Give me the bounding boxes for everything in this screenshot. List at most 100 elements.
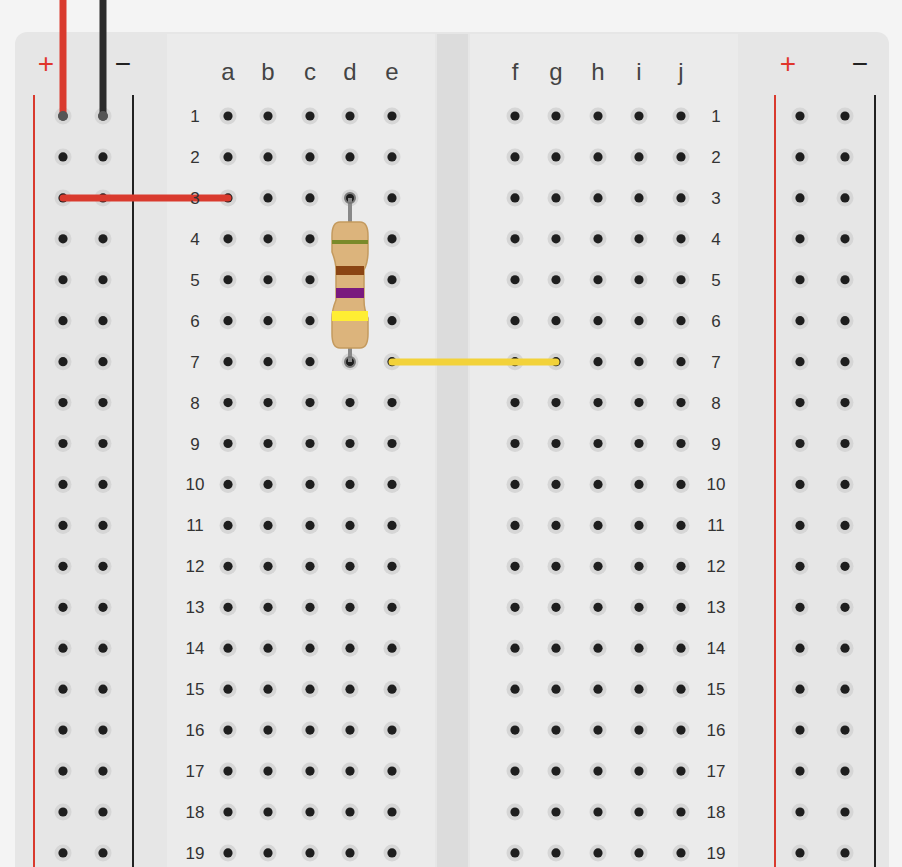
hole-ring <box>507 476 524 493</box>
hole-ring <box>95 230 112 247</box>
hole-ring <box>792 476 809 493</box>
hole-ring <box>384 517 401 534</box>
hole-ring <box>260 435 277 452</box>
hole-ring <box>507 844 524 861</box>
row-number: 17 <box>707 763 726 780</box>
hole <box>593 644 602 653</box>
hole <box>387 398 396 407</box>
hole <box>593 603 602 612</box>
hole <box>223 603 232 612</box>
hole-ring <box>548 517 565 534</box>
hole-ring <box>507 558 524 575</box>
hole <box>98 848 107 857</box>
hole <box>634 398 643 407</box>
hole-ring <box>548 722 565 739</box>
hole-ring <box>837 435 854 452</box>
hole-ring <box>792 599 809 616</box>
hole-ring <box>673 722 690 739</box>
row-number: 14 <box>707 640 726 657</box>
hole <box>305 275 314 284</box>
hole-ring <box>384 230 401 247</box>
hole <box>263 193 272 202</box>
column-letter: c <box>304 60 316 84</box>
hole-ring <box>95 435 112 452</box>
hole <box>223 316 232 325</box>
hole <box>676 316 685 325</box>
hole-ring <box>342 681 359 698</box>
hole <box>58 603 67 612</box>
hole <box>551 480 560 489</box>
hole <box>387 152 396 161</box>
row-number: 17 <box>186 763 205 780</box>
hole <box>634 848 643 857</box>
hole-ring <box>631 476 648 493</box>
hole-ring <box>631 681 648 698</box>
hole-ring <box>302 108 319 125</box>
row-number: 15 <box>186 681 205 698</box>
hole <box>345 152 354 161</box>
hole <box>305 521 314 530</box>
hole-ring <box>590 230 607 247</box>
hole <box>305 726 314 735</box>
hole <box>795 111 804 120</box>
hole <box>263 685 272 694</box>
hole <box>305 152 314 161</box>
hole <box>510 766 519 775</box>
hole <box>795 480 804 489</box>
hole <box>676 234 685 243</box>
hole <box>840 316 849 325</box>
hole <box>593 521 602 530</box>
hole-ring <box>837 312 854 329</box>
hole <box>345 848 354 857</box>
hole-ring <box>220 435 237 452</box>
hole <box>551 644 560 653</box>
hole <box>263 111 272 120</box>
hole <box>223 234 232 243</box>
hole-ring <box>260 517 277 534</box>
hole <box>98 439 107 448</box>
hole <box>676 439 685 448</box>
hole-ring <box>837 394 854 411</box>
hole-ring <box>220 148 237 165</box>
hole <box>223 562 232 571</box>
hole <box>634 685 643 694</box>
hole-ring <box>302 599 319 616</box>
hole <box>387 275 396 284</box>
hole <box>345 603 354 612</box>
hole-ring <box>673 230 690 247</box>
row-number: 7 <box>190 353 199 370</box>
hole-ring <box>590 517 607 534</box>
hole-ring <box>590 312 607 329</box>
hole <box>98 807 107 816</box>
hole-ring <box>631 640 648 657</box>
row-number: 6 <box>190 312 199 329</box>
terminal-strip <box>470 34 738 867</box>
hole-ring <box>631 271 648 288</box>
resistor-band <box>336 266 364 275</box>
hole-ring <box>792 803 809 820</box>
hole <box>676 562 685 571</box>
hole-ring <box>792 763 809 780</box>
hole <box>795 439 804 448</box>
hole-ring <box>302 681 319 698</box>
hole-ring <box>837 844 854 861</box>
hole <box>58 275 67 284</box>
hole <box>510 603 519 612</box>
hole-ring <box>302 558 319 575</box>
hole <box>305 603 314 612</box>
hole-ring <box>507 108 524 125</box>
hole <box>510 234 519 243</box>
hole <box>58 398 67 407</box>
row-number: 5 <box>190 271 199 288</box>
hole-ring <box>548 844 565 861</box>
hole <box>795 807 804 816</box>
hole <box>551 234 560 243</box>
hole-ring <box>548 108 565 125</box>
hole-ring <box>55 394 72 411</box>
hole-ring <box>631 599 648 616</box>
hole-ring <box>631 435 648 452</box>
hole-ring <box>95 271 112 288</box>
hole <box>551 848 560 857</box>
hole-ring <box>590 476 607 493</box>
hole-ring <box>95 722 112 739</box>
